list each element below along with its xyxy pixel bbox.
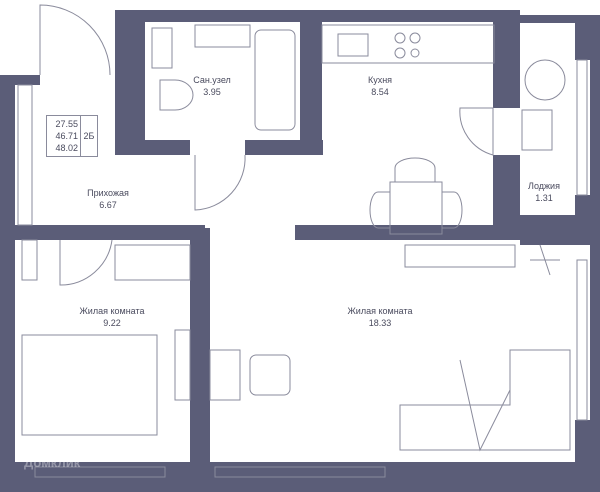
furniture <box>21 24 571 452</box>
room-label-bedroom: Жилая комната 9.22 <box>79 305 144 329</box>
room-name: Сан.узел <box>193 75 231 85</box>
room-label-living-room: Жилая комната 18.33 <box>347 305 412 329</box>
room-name: Прихожая <box>87 188 129 198</box>
watermark-logo: Домклик <box>24 455 81 470</box>
total-area-with-loggia: 48.02 <box>55 143 78 153</box>
walls <box>0 10 600 492</box>
room-name: Жилая комната <box>79 306 145 316</box>
room-label-bathroom: Сан.узел 3.95 <box>193 74 231 98</box>
room-name: Жилая комната <box>347 306 413 316</box>
total-area: 46.71 <box>55 131 78 141</box>
apartment-info-box: 27.55 46.71 48.02 2Б <box>46 115 98 157</box>
room-area: 1.31 <box>535 193 553 203</box>
room-label-loggia: Лоджия 1.31 <box>528 180 560 204</box>
room-area: 6.67 <box>99 200 117 210</box>
doors <box>39 4 494 286</box>
room-name: Лоджия <box>528 181 560 191</box>
room-label-kitchen: Кухня 8.54 <box>368 74 392 98</box>
living-area: 27.55 <box>55 119 78 129</box>
room-name: Кухня <box>367 75 393 85</box>
room-area: 3.95 <box>203 87 221 97</box>
room-area: 8.54 <box>371 87 389 97</box>
apartment-type: 2Б <box>83 131 95 141</box>
room-area: 9.22 <box>103 318 121 328</box>
windows <box>17 59 588 478</box>
room-label-hallway: Прихожая 6.67 <box>87 187 129 211</box>
room-area: 18.33 <box>368 318 392 328</box>
area-values: 27.55 46.71 48.02 <box>47 116 81 156</box>
